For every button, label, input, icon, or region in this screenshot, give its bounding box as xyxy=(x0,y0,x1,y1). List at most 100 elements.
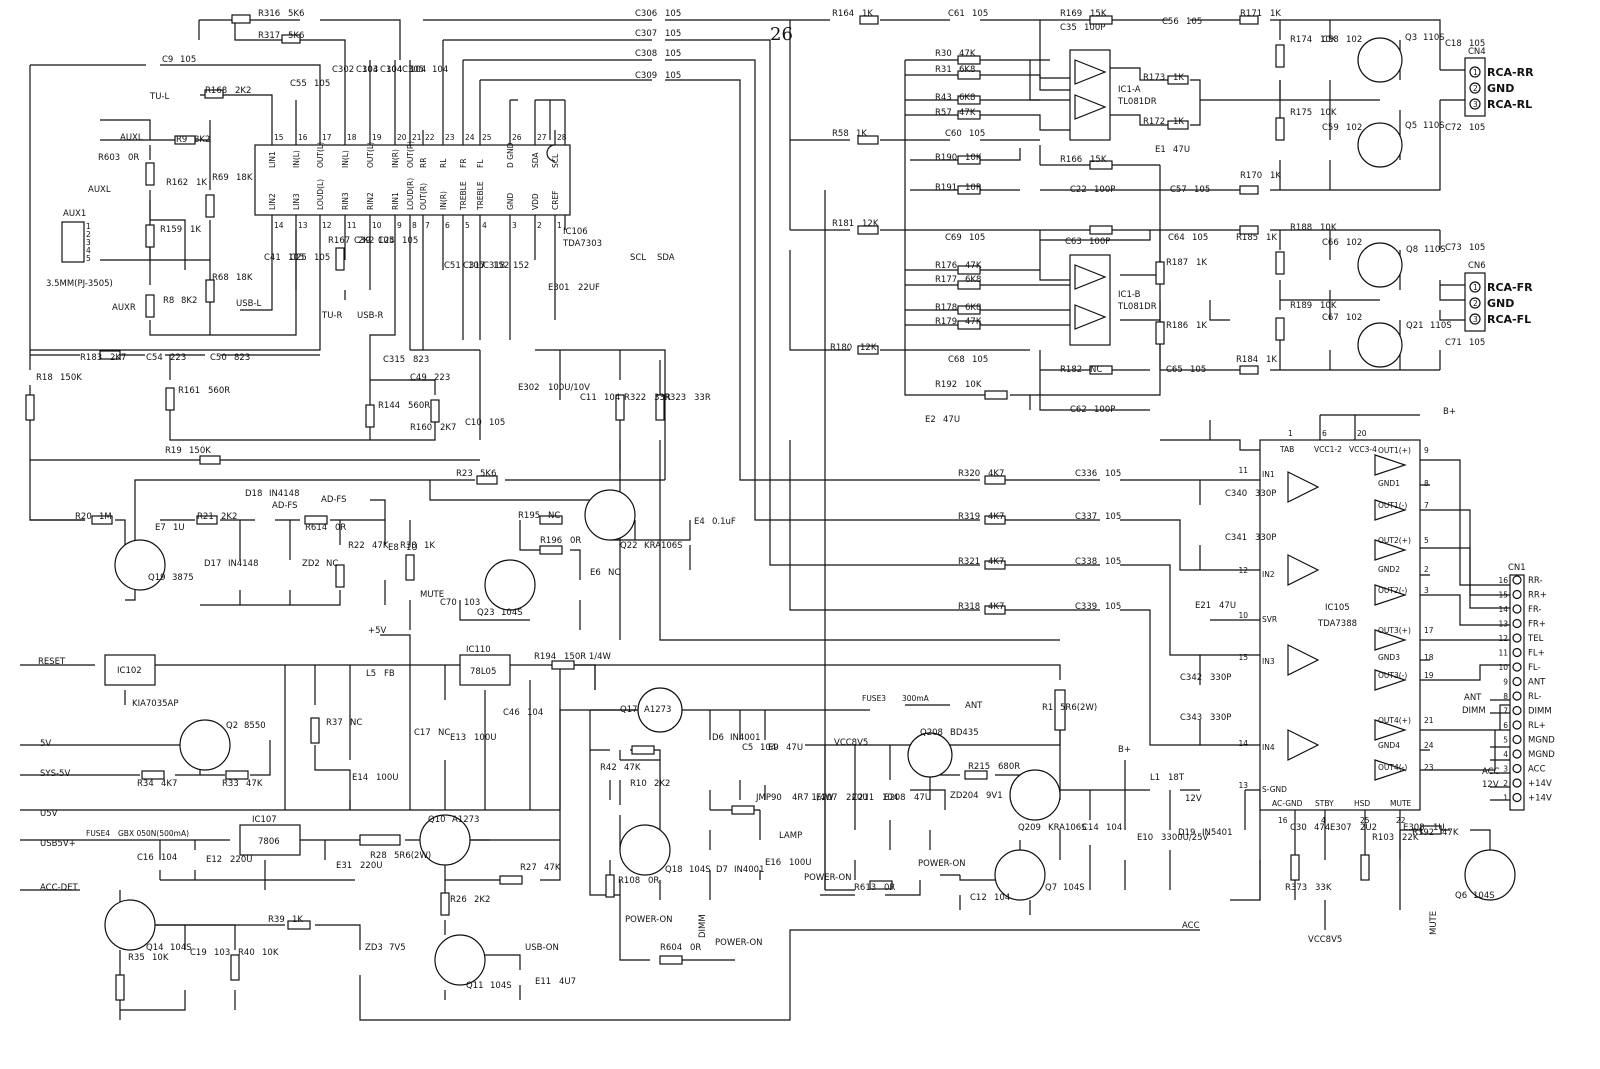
ic107-ref: IC107 xyxy=(252,815,277,825)
component-ref: Q3 xyxy=(1405,33,1417,43)
ic106-pin-name: TREBLE xyxy=(459,181,468,211)
net-label: AUXR xyxy=(112,303,136,313)
component-ref: C55 xyxy=(290,79,307,89)
component-ref: R1 xyxy=(1042,703,1053,713)
ic105-pin-name: OUT1(-) xyxy=(1378,501,1407,510)
cn1-pin xyxy=(1512,633,1522,643)
ic1a-ref: IC1-A xyxy=(1118,85,1141,95)
component-value: 1K xyxy=(1270,171,1281,181)
cn4-pin-num: 3 xyxy=(1473,100,1478,109)
component-ref: C67 xyxy=(1322,313,1339,323)
component-value: 104S xyxy=(1473,891,1495,901)
net-label: SDA xyxy=(657,253,675,263)
component-ref: C22 xyxy=(1070,185,1087,195)
ic106-part: TDA7303 xyxy=(562,239,602,249)
ic106-pin-name: RR xyxy=(419,158,428,168)
cn1-pin-num: 11 xyxy=(1498,649,1508,658)
net-label: ACC xyxy=(1482,767,1500,777)
component-value: 0.1uF xyxy=(712,517,736,527)
ic105-pin-num: 25 xyxy=(1360,816,1370,825)
component-ref: R189 xyxy=(1290,301,1312,311)
component-value: IN5401 xyxy=(1202,828,1233,838)
component-value: 5R6(2W) xyxy=(394,851,431,861)
component-value: 10K xyxy=(1320,223,1337,233)
ic1b-ref: IC1-B xyxy=(1118,290,1141,300)
component-ref: C64 xyxy=(1168,233,1185,243)
ic106-pin-name: OUT(L) xyxy=(316,142,325,168)
net-label: U5V xyxy=(40,809,58,819)
component-ref: R22 xyxy=(348,541,365,551)
cn1-pin xyxy=(1512,662,1522,672)
component-value: 102 xyxy=(1346,123,1362,133)
cn1-pin-num: 5 xyxy=(1503,736,1508,745)
ic106-pin-name: GND xyxy=(506,193,515,210)
component-value: 105 xyxy=(468,261,484,271)
component-ref: D18 xyxy=(245,489,262,499)
component-ref: R33 xyxy=(222,779,239,789)
component-ref: Q23 xyxy=(477,608,495,618)
component-ref: R179 xyxy=(935,317,957,327)
component-value: 1K xyxy=(1173,73,1184,83)
q7-body xyxy=(994,849,1046,901)
component-value: 1K xyxy=(292,915,303,925)
ic105-pin-num: 6 xyxy=(1322,429,1327,438)
ic105-pin-num: 20 xyxy=(1357,429,1367,438)
ic106-pin-num: 15 xyxy=(274,133,284,142)
component-ref: R38 xyxy=(400,541,417,551)
component-value: 47K xyxy=(1442,828,1459,838)
component-value: 100P xyxy=(1094,405,1115,415)
ic106-pin-num: 8 xyxy=(412,221,417,230)
component-ref: R172 xyxy=(1143,117,1165,127)
ic105-pin-num: 14 xyxy=(1238,739,1248,748)
component-ref: C9 xyxy=(162,55,173,65)
cn1-pin xyxy=(1512,575,1522,585)
component-value: 47K xyxy=(372,541,389,551)
cn1-pin xyxy=(1512,778,1522,788)
component-ref: R144 xyxy=(378,401,400,411)
net-label: AD-FS xyxy=(272,501,298,511)
component-ref: R317 xyxy=(258,31,280,41)
ic106-pin-num: 28 xyxy=(557,133,567,142)
component-value: NC xyxy=(608,568,620,578)
ic107-body xyxy=(239,824,301,856)
component-value: 4R7 1/4W xyxy=(792,793,834,803)
component-ref: C5 xyxy=(742,743,753,753)
component-value: 103 xyxy=(214,948,230,958)
component-value: 104 xyxy=(760,743,776,753)
cn1-pin-label: ANT xyxy=(1528,678,1546,688)
ic106-pin-name: OUT(R) xyxy=(419,183,428,210)
net-label: POWER-ON xyxy=(918,859,966,869)
component-value: 2K2 xyxy=(235,86,251,96)
ic105-pin-name: OUT3(+) xyxy=(1378,626,1411,635)
component-ref: R319 xyxy=(958,512,980,522)
q17-body xyxy=(637,687,683,733)
cn4-pin-num: 1 xyxy=(1473,68,1478,77)
ic106-pin-num: 7 xyxy=(425,221,430,230)
net-label: TU-L xyxy=(149,92,169,102)
component-ref: R69 xyxy=(212,173,229,183)
component-value: 104S xyxy=(490,981,512,991)
component-value: 110S xyxy=(1423,121,1445,131)
component-ref: R192 xyxy=(935,380,957,390)
component-ref: C306 xyxy=(635,9,657,19)
ic106-pin-num: 21 xyxy=(412,133,422,142)
component-ref: R169 xyxy=(1060,9,1082,19)
component-value: 1K xyxy=(1173,117,1184,127)
component-ref: R108 xyxy=(618,876,640,886)
cn1-pin-label: DIMM xyxy=(1528,707,1552,717)
component-value: 12K xyxy=(860,343,877,353)
component-value: 4U7 xyxy=(559,977,576,987)
component-value: 22K xyxy=(1402,833,1419,843)
component-value: IN4001 xyxy=(734,865,765,875)
component-value: 104 xyxy=(882,793,898,803)
net-label: 12V xyxy=(1482,780,1499,790)
component-value: 3300U/25V xyxy=(1161,833,1209,843)
component-ref: Q2 xyxy=(226,721,238,731)
ic106-pin-name: D GND xyxy=(506,142,515,168)
cn1-pin-label: +14V xyxy=(1528,779,1552,789)
component-value: 474 xyxy=(1314,823,1330,833)
component-ref: E16 xyxy=(765,858,781,868)
component-ref: R182 xyxy=(1060,365,1082,375)
component-value: 6K8 xyxy=(959,65,975,75)
component-ref: R175 xyxy=(1290,108,1312,118)
